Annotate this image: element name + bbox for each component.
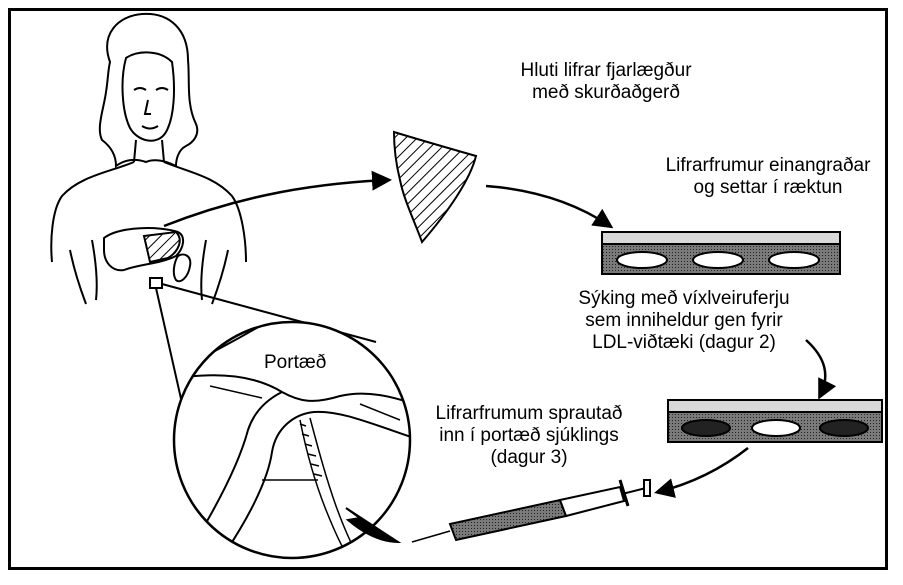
infection-label-line1: Sýking með víxlveiruferju [564, 288, 804, 310]
infection-label-line3: LDL-viðtæki (dagur 2) [564, 332, 804, 354]
injection-label-line2: inn í portæð sjúklings [414, 425, 644, 447]
syringe-icon [412, 480, 650, 542]
portal-vein-label: Portæð [264, 352, 326, 374]
culture-tray-2 [668, 400, 882, 442]
isolation-label-line2: og settar í ræktun [648, 177, 888, 199]
patient-hair [100, 14, 197, 166]
patient-figure [51, 14, 246, 304]
arrow-to-liver-piece [164, 180, 388, 226]
isolation-label-line1: Lifrarfrumur einangraðar [648, 155, 888, 177]
arrow-to-infected-culture [806, 340, 825, 396]
infection-label-line2: sem inniheldur gen fyrir [564, 310, 804, 332]
resection-label-line1: Hluti lifrar fjarlægður [486, 60, 726, 82]
arrow-to-culture [486, 186, 610, 226]
liver-piece-icon [394, 132, 476, 242]
culture-tray-1 [602, 232, 840, 274]
injection-label-line1: Lifrarfrumum sprautað [414, 403, 644, 425]
gallbladder [174, 254, 190, 281]
injection-label-line3: (dagur 3) [414, 447, 644, 469]
portal-vein-site [150, 278, 162, 288]
arrow-to-syringe [658, 448, 748, 492]
resection-label-line2: með skurðaðgerð [486, 82, 726, 104]
